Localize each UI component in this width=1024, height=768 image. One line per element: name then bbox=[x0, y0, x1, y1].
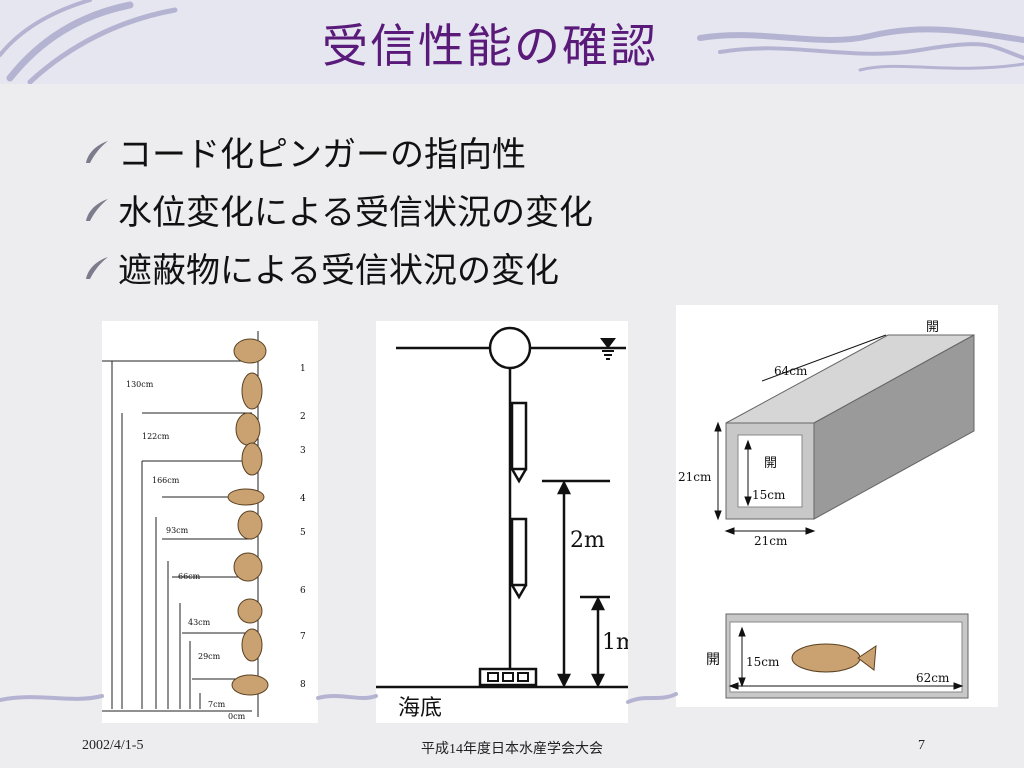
open-label: 開 bbox=[706, 652, 720, 668]
width-label: 21cm bbox=[754, 534, 788, 548]
figure-directivity: 130cm 122cm 166cm 93cm 66cm 43cm 29cm 7c… bbox=[102, 331, 306, 721]
position-number: 8 bbox=[300, 680, 306, 690]
bullet-text: 遮蔽物による受信状況の変化 bbox=[118, 250, 559, 291]
length-label: 62cm bbox=[916, 671, 950, 685]
height-label: 15cm bbox=[746, 655, 780, 669]
slide-title: 受信性能の確認 bbox=[322, 19, 658, 73]
decorative-swoosh bbox=[0, 0, 1024, 84]
position-number: 4 bbox=[300, 494, 306, 504]
bullet-text: 水位変化による受信状況の変化 bbox=[118, 192, 593, 233]
figure-directivity-panel: 130cm 122cm 166cm 93cm 66cm 43cm 29cm 7c… bbox=[102, 321, 318, 723]
position-number: 2 bbox=[300, 412, 306, 422]
open-label: 開 bbox=[926, 320, 939, 335]
decorative-bottom-swoosh bbox=[0, 692, 678, 704]
distance-label: 166cm bbox=[152, 476, 180, 485]
figure-side-view-panel: 開 15cm 62cm bbox=[676, 600, 998, 707]
distance-label: 93cm bbox=[166, 526, 189, 535]
title-band bbox=[0, 0, 1024, 84]
height-label: 21cm bbox=[678, 470, 712, 484]
distance-label: 130cm bbox=[126, 380, 154, 389]
bullet-item: 遮蔽物による受信状況の変化 bbox=[82, 238, 593, 296]
open-front-label: 開 bbox=[764, 456, 777, 471]
swoosh-bullet-icon bbox=[86, 141, 108, 163]
bullet-text: コード化ピンガーの指向性 bbox=[118, 134, 526, 175]
position-number: 5 bbox=[300, 528, 306, 538]
swoosh-bullet-icon bbox=[86, 257, 108, 279]
figure-box: 開 64cm 21cm 21cm 開 15cm bbox=[678, 320, 975, 548]
bullet-item: 水位変化による受信状況の変化 bbox=[82, 180, 593, 238]
distance-label: 0cm bbox=[228, 712, 246, 721]
swoosh-bullet-icon bbox=[86, 199, 108, 221]
distance-label: 66cm bbox=[178, 572, 201, 581]
position-number: 6 bbox=[300, 586, 306, 596]
bullet-item: コード化ピンガーの指向性 bbox=[82, 122, 593, 180]
bullet-list: コード化ピンガーの指向性 水位変化による受信状況の変化 遮蔽物による受信状況の変… bbox=[82, 122, 593, 296]
inner-label: 15cm bbox=[752, 488, 786, 502]
footer-page-number: 7 bbox=[918, 738, 925, 753]
depth-label-2m: 2m bbox=[570, 528, 605, 553]
footer-date: 2002/4/1-5 bbox=[82, 738, 144, 753]
position-number: 1 bbox=[300, 364, 306, 374]
seabed-label: 海底 bbox=[398, 696, 442, 721]
distance-label: 29cm bbox=[198, 652, 221, 661]
distance-label: 122cm bbox=[142, 432, 170, 441]
footer-event: 平成14年度日本水産学会大会 bbox=[421, 742, 603, 757]
depth-label-1m: 1m bbox=[602, 630, 628, 655]
distance-label: 43cm bbox=[188, 618, 211, 627]
figure-water-level: 2m 1m 海底 bbox=[376, 326, 637, 721]
figure-side-view: 開 15cm 62cm bbox=[706, 613, 969, 699]
figure-water-level-panel: 2m 1m 海底 bbox=[376, 321, 637, 723]
distance-label: 7cm bbox=[208, 700, 226, 709]
position-number: 3 bbox=[300, 446, 306, 456]
length-label: 64cm bbox=[774, 364, 808, 378]
position-number: 7 bbox=[300, 632, 306, 642]
